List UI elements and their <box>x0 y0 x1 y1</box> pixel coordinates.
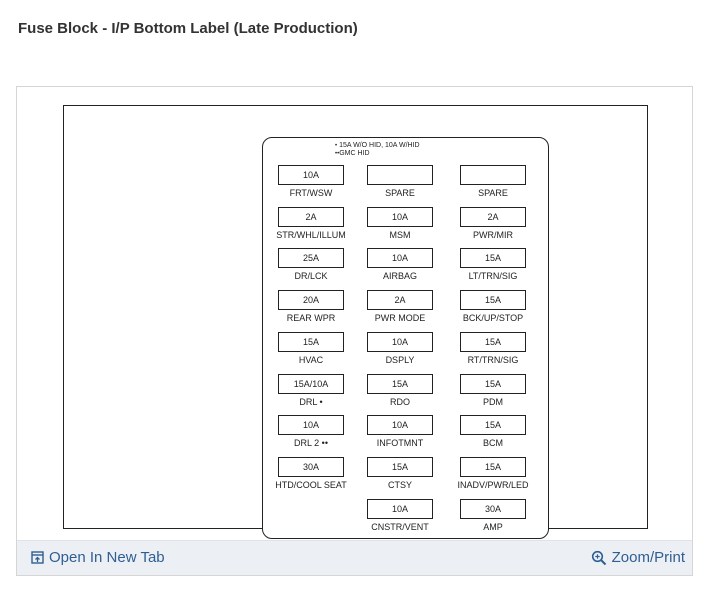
fuse-label: LT/TRN/SIG <box>468 271 518 281</box>
fuse-rating-box: 15A <box>460 290 526 310</box>
fuse-rating-box: 2A <box>460 207 526 227</box>
open-in-new-tab-label[interactable]: Open In New Tab <box>49 549 165 566</box>
fuse-panel: • 15A W/O HID, 10A W/HID ••GMC HID 10A FR… <box>262 137 549 539</box>
fuse-label: BCM <box>483 438 503 448</box>
fuse-rating-box: 15A <box>460 457 526 477</box>
fuse-rating-box: 15A <box>460 415 526 435</box>
fuse-rating-box: 15A <box>460 248 526 268</box>
legend-line-2: ••GMC HID <box>335 150 370 157</box>
zoom-print-label[interactable]: Zoom/Print <box>611 549 685 566</box>
fuse-label: MSM <box>389 230 411 240</box>
fuse-label: RT/TRN/SIG <box>467 355 519 365</box>
fuse-label: DSPLY <box>385 355 415 365</box>
fuse-rating-box: 25A <box>278 248 344 268</box>
fuse-rating-box: 15A <box>460 332 526 352</box>
fuse-rating-box: 15A <box>367 457 433 477</box>
fuse-diagram: • 15A W/O HID, 10A W/HID ••GMC HID 10A FR… <box>63 105 648 539</box>
fuse-rating-box: 30A <box>460 499 526 519</box>
fuse-label: RDO <box>390 397 410 407</box>
zoom-print-link[interactable]: Zoom/Print <box>591 549 685 566</box>
fuse-rating-box <box>460 165 526 185</box>
fuse-rating-box: 15A <box>460 374 526 394</box>
fuse-label: INADV/PWR/LED <box>457 480 529 490</box>
fuse-rating-box: 10A <box>278 165 344 185</box>
fuse-label: INFOTMNT <box>376 438 424 448</box>
fuse-rating-box: 2A <box>367 290 433 310</box>
fuse-label: SPARE <box>478 188 508 198</box>
fuse-rating-box <box>367 165 433 185</box>
fuse-label: HVAC <box>298 355 324 365</box>
fuse-rating-box: 10A <box>367 332 433 352</box>
magnifier-icon <box>591 550 607 566</box>
fuse-label: REAR WPR <box>286 313 336 323</box>
fuse-label: PDM <box>483 397 503 407</box>
legend-line-1: • 15A W/O HID, 10A W/HID <box>335 142 420 149</box>
fuse-rating-box: 20A <box>278 290 344 310</box>
fuse-label: DRL 2 •• <box>294 438 328 448</box>
fuse-label: HTD/COOL SEAT <box>275 480 347 490</box>
fuse-label: AMP <box>483 522 503 532</box>
fuse-rating-box: 15A <box>367 374 433 394</box>
page-title: Fuse Block - I/P Bottom Label (Late Prod… <box>18 20 358 37</box>
fuse-label: AIRBAG <box>382 271 417 281</box>
fuse-rating-box: 10A <box>278 415 344 435</box>
fuse-rating-box: 30A <box>278 457 344 477</box>
fuse-rating-box: 10A <box>367 207 433 227</box>
fuse-rating-box: 10A <box>367 415 433 435</box>
fuse-label: PWR MODE <box>374 313 426 323</box>
fuse-rating-box: 2A <box>278 207 344 227</box>
fuse-label: SPARE <box>385 188 415 198</box>
fuse-rating-box: 15A <box>278 332 344 352</box>
fuse-label: CTSY <box>387 480 412 490</box>
fuse-label: BCK/UP/STOP <box>462 313 524 323</box>
open-in-new-tab-icon <box>31 551 44 564</box>
fuse-label: PWR/MIR <box>473 230 513 240</box>
fuse-label: DR/LCK <box>294 271 328 281</box>
fuse-rating-box: 15A/10A <box>278 374 344 394</box>
fuse-diagram-frame: • 15A W/O HID, 10A W/HID ••GMC HID 10A FR… <box>16 86 693 576</box>
fuse-label: DRL • <box>299 397 323 407</box>
fuse-label: STR/WHL/ILLUM <box>276 230 346 240</box>
fuse-label: CNSTR/VENT <box>371 522 429 532</box>
fuse-rating-box: 10A <box>367 499 433 519</box>
image-footer: Open In New Tab Zoom/Print <box>17 540 692 575</box>
fuse-label: FRT/WSW <box>289 188 333 198</box>
open-in-new-tab-link[interactable]: Open In New Tab <box>31 549 165 566</box>
fuse-rating-box: 10A <box>367 248 433 268</box>
